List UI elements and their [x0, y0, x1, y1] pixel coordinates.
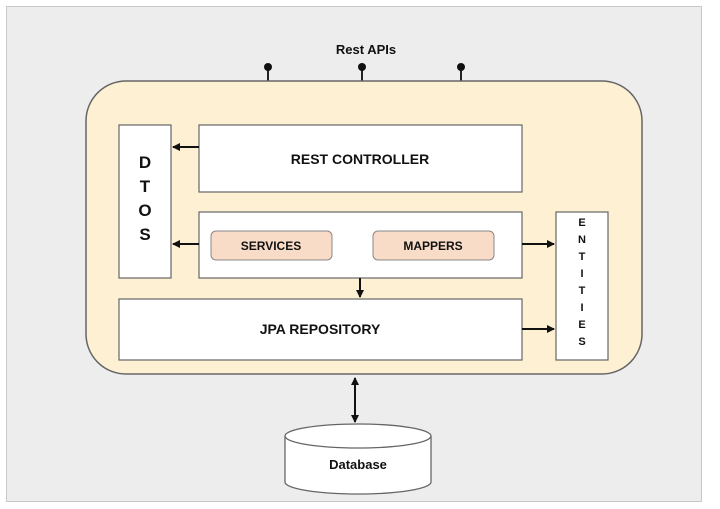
entities-box: E N T I T I E S — [555, 211, 609, 361]
entities-letter: E — [578, 319, 585, 331]
entities-letter: I — [580, 302, 583, 314]
entities-letter: T — [579, 285, 586, 297]
flow-arrows — [172, 143, 555, 423]
jpa-repository-label: JPA REPOSITORY — [260, 321, 381, 337]
dtos-letter: O — [138, 201, 151, 220]
database-label: Database — [329, 457, 387, 472]
api-endpoint-dot — [264, 63, 272, 71]
database-cylinder: Database — [284, 423, 432, 495]
entities-letter: N — [578, 234, 586, 246]
dtos-letter: D — [139, 153, 151, 172]
dtos-letter: T — [140, 177, 151, 196]
rest-controller-label: REST CONTROLLER — [291, 151, 429, 167]
rest-apis-title: Rest APIs — [336, 42, 396, 57]
api-endpoint-dot — [457, 63, 465, 71]
api-endpoint-dot — [358, 63, 366, 71]
entities-letter: E — [578, 217, 585, 229]
dtos-box: D T O S — [118, 124, 172, 279]
jpa-repository-box: JPA REPOSITORY — [118, 298, 523, 361]
services-component — [210, 230, 333, 261]
entities-letter: T — [579, 251, 586, 263]
services-label: SERVICES — [241, 239, 301, 253]
entities-letter: I — [580, 268, 583, 280]
mappers-label: MAPPERS — [403, 239, 462, 253]
entities-letter: S — [578, 336, 585, 348]
service-layer-box: SERVICES MAPPERS — [198, 211, 523, 279]
mappers-component — [372, 230, 495, 261]
rest-controller-box: REST CONTROLLER — [198, 124, 523, 193]
dtos-letter: S — [139, 225, 150, 244]
